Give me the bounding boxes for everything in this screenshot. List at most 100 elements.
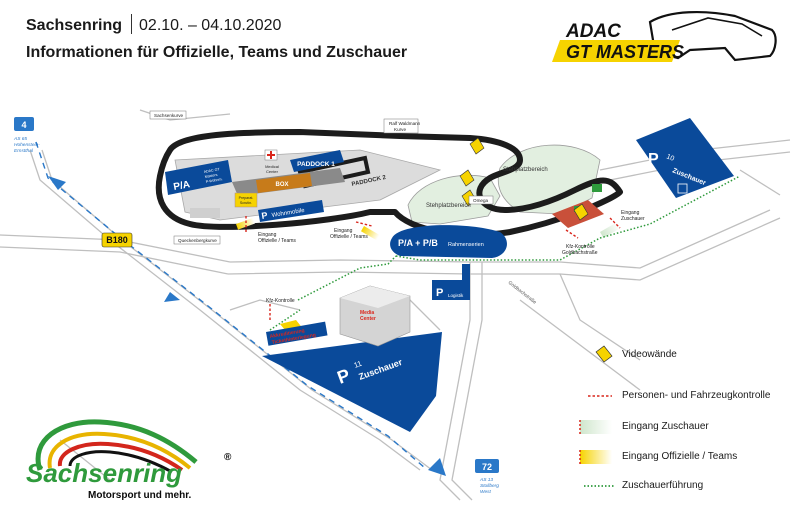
- omega-label: Omega: [473, 198, 489, 203]
- eingang-zuschauer-line1: Eingang: [621, 210, 640, 216]
- brand-logo-name: Sachsenring: [26, 458, 183, 488]
- eingang-ot-2-line1: Eingang: [334, 228, 353, 234]
- area-labels: Sachsenkurve Ralf Waldmann Kurve Quecken…: [149, 110, 494, 245]
- kfz-kontrolle-1-label: Kfz-Kontrolle: [266, 298, 295, 304]
- b180-label: B180: [106, 235, 128, 245]
- logo-adac-text: ADAC: [565, 21, 621, 42]
- legend-kontrolle-label: Personen- und Fahrzeugkontrolle: [622, 390, 771, 401]
- legend-fuehrung-label: Zuschauerführung: [622, 480, 704, 491]
- stehplatz-east-label: Stehplatzbereich: [503, 167, 548, 173]
- eingang-ot-1-line2: Offizielle / Teams: [258, 238, 296, 244]
- legend-zuschauer-icon: [580, 420, 612, 434]
- logistik-label: Logistik: [448, 293, 464, 298]
- parking-wohnmobile: P Wohnmobile: [258, 200, 324, 222]
- logo-yellow-band: [552, 40, 680, 62]
- wohnmobile-label: Wohnmobile: [271, 208, 305, 219]
- logo-car-outline: [648, 10, 777, 62]
- title-separator: [131, 14, 133, 34]
- kfz-kontrolle-2-line2: Goldbachstraße: [562, 250, 598, 256]
- autobahn-4-shield: 4 AS 65 Hohenstein- Ernstthal: [13, 117, 40, 154]
- legend-videowand-icon: [595, 345, 613, 363]
- p10-number: 10: [665, 153, 675, 162]
- ralf-waldmann-label-1: Ralf Waldmann: [389, 121, 421, 126]
- infield-grass-east: [497, 144, 601, 215]
- video-wall-2: [459, 169, 475, 187]
- spectator-entrance-gradient: [600, 222, 621, 239]
- brand-tagline: Motorsport und mehr.: [88, 490, 192, 501]
- logo-car-roof: [671, 17, 763, 37]
- spectator-guidance: [269, 175, 741, 331]
- p11-number: 11: [353, 359, 363, 370]
- ralf-waldmann-label-2: Kurve: [394, 127, 406, 132]
- medical-label-2: Center: [266, 169, 279, 174]
- legend-videowaende-label: Videowände: [622, 349, 677, 360]
- parking-pa-pb: P/A + P/B Rahmenserien: [390, 225, 507, 258]
- autobahn-72-shield: 72 AS 13 Stollberg West: [475, 459, 499, 495]
- eingang-ot-2-line2: Offizielle / Teams: [330, 234, 368, 240]
- parking-pa-label: P/A: [173, 179, 191, 193]
- autobahn-direction-arrows: [35, 141, 446, 476]
- autobahn-72-exit-3: West: [480, 489, 492, 495]
- stehplatz-west-label: Stehplatzbereich: [426, 203, 471, 209]
- logo-gt-masters-text: GT MASTERS: [566, 42, 684, 62]
- kfz-kontrolle-2-line1: Kfz-Kontrolle: [566, 244, 595, 250]
- video-wall-4: [573, 203, 589, 221]
- arrow-north: [48, 176, 66, 190]
- race-track: [155, 129, 623, 238]
- officials-entrances: [236, 217, 380, 241]
- paddock1-banner: [290, 150, 344, 172]
- event-dates: 02.10. – 04.10.2020: [139, 17, 282, 34]
- p10-fuel-icon: [677, 183, 688, 194]
- sachsenring-logo: [35, 419, 198, 474]
- logo-swoosh-red: [57, 441, 184, 472]
- eingang-zuschauer-line2: Zuschauer: [621, 216, 645, 222]
- legend-zuschauer-label: Eingang Zuschauer: [622, 421, 709, 432]
- legend-offizielle-label: Eingang Offizielle / Teams: [622, 451, 738, 462]
- akkreditierung-tent: Akkreditierung Tickethinterlegung: [266, 320, 328, 346]
- p10-p: P: [648, 151, 659, 168]
- paddock-buildings: BOX PADDOCK 1 PADDOCK 2 Preparat. Scruti…: [190, 150, 387, 218]
- b180-sign: B180: [101, 232, 133, 248]
- parking-p11: P 11 Zuschauer: [262, 332, 442, 432]
- parking-pa-block: P/A ADAC GT Masters P-Wohnm.: [165, 160, 232, 195]
- media-center: Media Center: [339, 285, 411, 347]
- video-wall-1: [469, 137, 485, 155]
- box-label: BOX: [275, 182, 288, 188]
- venue-title: Sachsenring: [26, 17, 123, 34]
- autobahn-4-exit-2: Hohenstein-: [14, 142, 40, 148]
- parking-p10: P 10 Zuschauer: [636, 118, 734, 198]
- logistik-p: P: [436, 287, 443, 299]
- autobahn-4-exit-1: AS 65: [13, 136, 27, 142]
- media-label-2: Center: [360, 316, 376, 322]
- autobahn-72-exit-2: Stollberg: [480, 483, 499, 489]
- checkpoint-labels: Eingang Offizielle / Teams Eingang Offiz…: [258, 210, 645, 304]
- title-row: Sachsenring 02.10. – 04.10.2020: [26, 14, 281, 35]
- brand-registered-mark: ®: [224, 452, 232, 463]
- paddock1-label: PADDOCK 1: [297, 161, 335, 168]
- sachsenkurve-label: Sachsenkurve: [154, 113, 184, 118]
- arrow-south: [428, 458, 446, 476]
- page-subtitle: Informationen für Offizielle, Teams und …: [26, 44, 408, 61]
- queckenbergkurve-label: Queckenbergkurve: [178, 238, 217, 243]
- pa-pb-label: P/A + P/B: [398, 238, 438, 248]
- autobahn-72-exit-1: AS 13: [479, 477, 493, 483]
- media-label-1: Media: [360, 310, 374, 316]
- preparation-building: [234, 192, 258, 208]
- adac-area-label-3: P-Wohnm.: [205, 177, 222, 184]
- paddock-storage: [190, 208, 220, 218]
- autobahn-4-number: 4: [21, 120, 26, 130]
- logo-swoosh-gold: [47, 431, 192, 470]
- autobahn-72-number: 72: [482, 462, 492, 472]
- wohnmobile-p: P: [261, 210, 269, 221]
- rahmenserien-label: Rahmenserien: [448, 242, 484, 248]
- box-building: [256, 173, 312, 193]
- adac-area-label-2: Masters: [204, 173, 217, 179]
- preparation-label-2: Scrutin.: [240, 201, 252, 205]
- preparation-label-1: Preparat.: [239, 196, 254, 200]
- adac-area-label-1: ADAC GT: [203, 167, 220, 174]
- accessible-icon: [592, 184, 602, 192]
- arrow-mid: [164, 292, 180, 302]
- eingang-ot-1-line1: Eingang: [258, 232, 277, 238]
- control-points: [245, 216, 621, 322]
